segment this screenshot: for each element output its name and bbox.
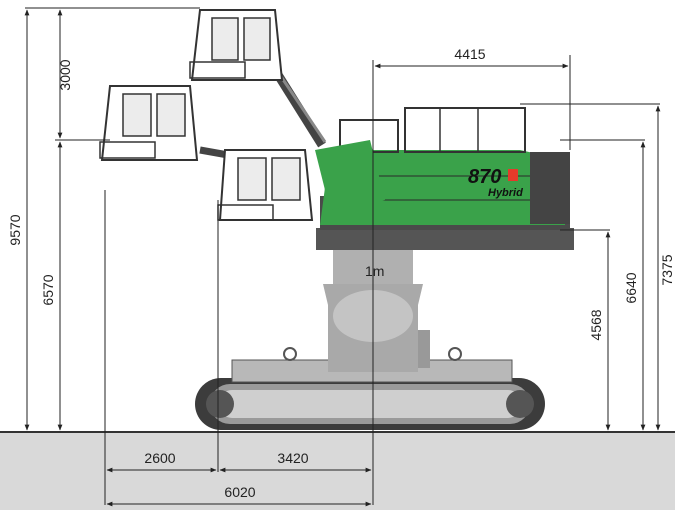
cab-upper xyxy=(189,9,284,81)
label-7375: 7375 xyxy=(659,254,675,285)
extension-lines xyxy=(25,7,660,505)
label-9570: 9570 xyxy=(7,214,23,245)
upper-structure xyxy=(316,107,574,250)
label-6640: 6640 xyxy=(623,272,639,303)
label-6570: 6570 xyxy=(40,274,56,305)
pylon-label: 1m xyxy=(365,263,384,279)
dimension-lines xyxy=(24,9,661,507)
label-2600: 2600 xyxy=(144,450,175,466)
model-logo: 870 xyxy=(468,166,501,188)
label-6020: 6020 xyxy=(224,484,255,500)
cab-middle xyxy=(99,85,199,161)
cab-lower xyxy=(217,149,314,221)
label-4415: 4415 xyxy=(454,46,485,62)
brand-mark xyxy=(508,169,518,181)
crawler-track xyxy=(195,347,545,430)
label-3420: 3420 xyxy=(277,450,308,466)
label-3000: 3000 xyxy=(57,59,73,90)
cab-lift-arm xyxy=(199,67,385,210)
hybrid-logo: Hybrid xyxy=(488,187,523,199)
label-4568: 4568 xyxy=(588,309,604,340)
ground xyxy=(0,432,675,510)
